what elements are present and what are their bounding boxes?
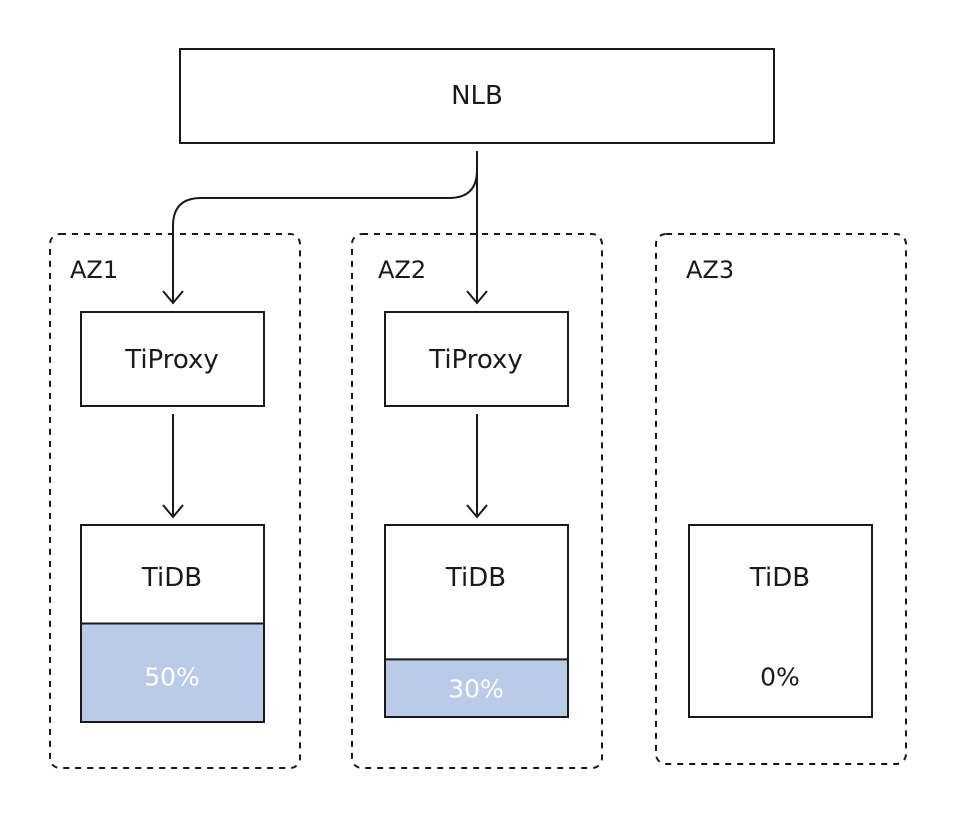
az2-tidb-label: TiDB: [445, 563, 506, 593]
az2-tiproxy-label: TiProxy: [428, 345, 523, 375]
az1-tiproxy-box: [80, 311, 265, 407]
az1-label: AZ1: [70, 256, 118, 284]
az1-tidb-usage-label: 50%: [144, 663, 200, 692]
az1-tidb-usage-fill: [81, 623, 264, 722]
nlb-box: [179, 48, 775, 144]
az3-tidb-usage-label: 0%: [760, 663, 800, 692]
az2-tidb-box: [384, 524, 569, 718]
az2-tidb-arrowhead: [466, 504, 488, 519]
az1-tidb-arrowhead: [162, 504, 184, 519]
az2-tidb-usage-label: 30%: [448, 675, 504, 704]
az2-label: AZ2: [378, 256, 426, 284]
az3-tidb-label: TiDB: [749, 563, 810, 593]
az1-tiproxy-label: TiProxy: [124, 345, 219, 375]
az2-zone: [351, 233, 603, 769]
az3-label: AZ3: [686, 256, 734, 284]
az3-tidb-box: [688, 524, 873, 718]
az2-proxy-arrowhead: [466, 290, 488, 305]
az2-tiproxy-box: [384, 311, 569, 407]
nlb-label: NLB: [451, 81, 503, 111]
az1-zone: [49, 233, 301, 769]
az1-tidb-label: TiDB: [141, 563, 202, 593]
nlb-to-az1-proxy-connector: [172, 151, 478, 302]
az1-proxy-arrowhead: [162, 290, 184, 305]
az2-tidb-usage-fill: [385, 659, 568, 717]
